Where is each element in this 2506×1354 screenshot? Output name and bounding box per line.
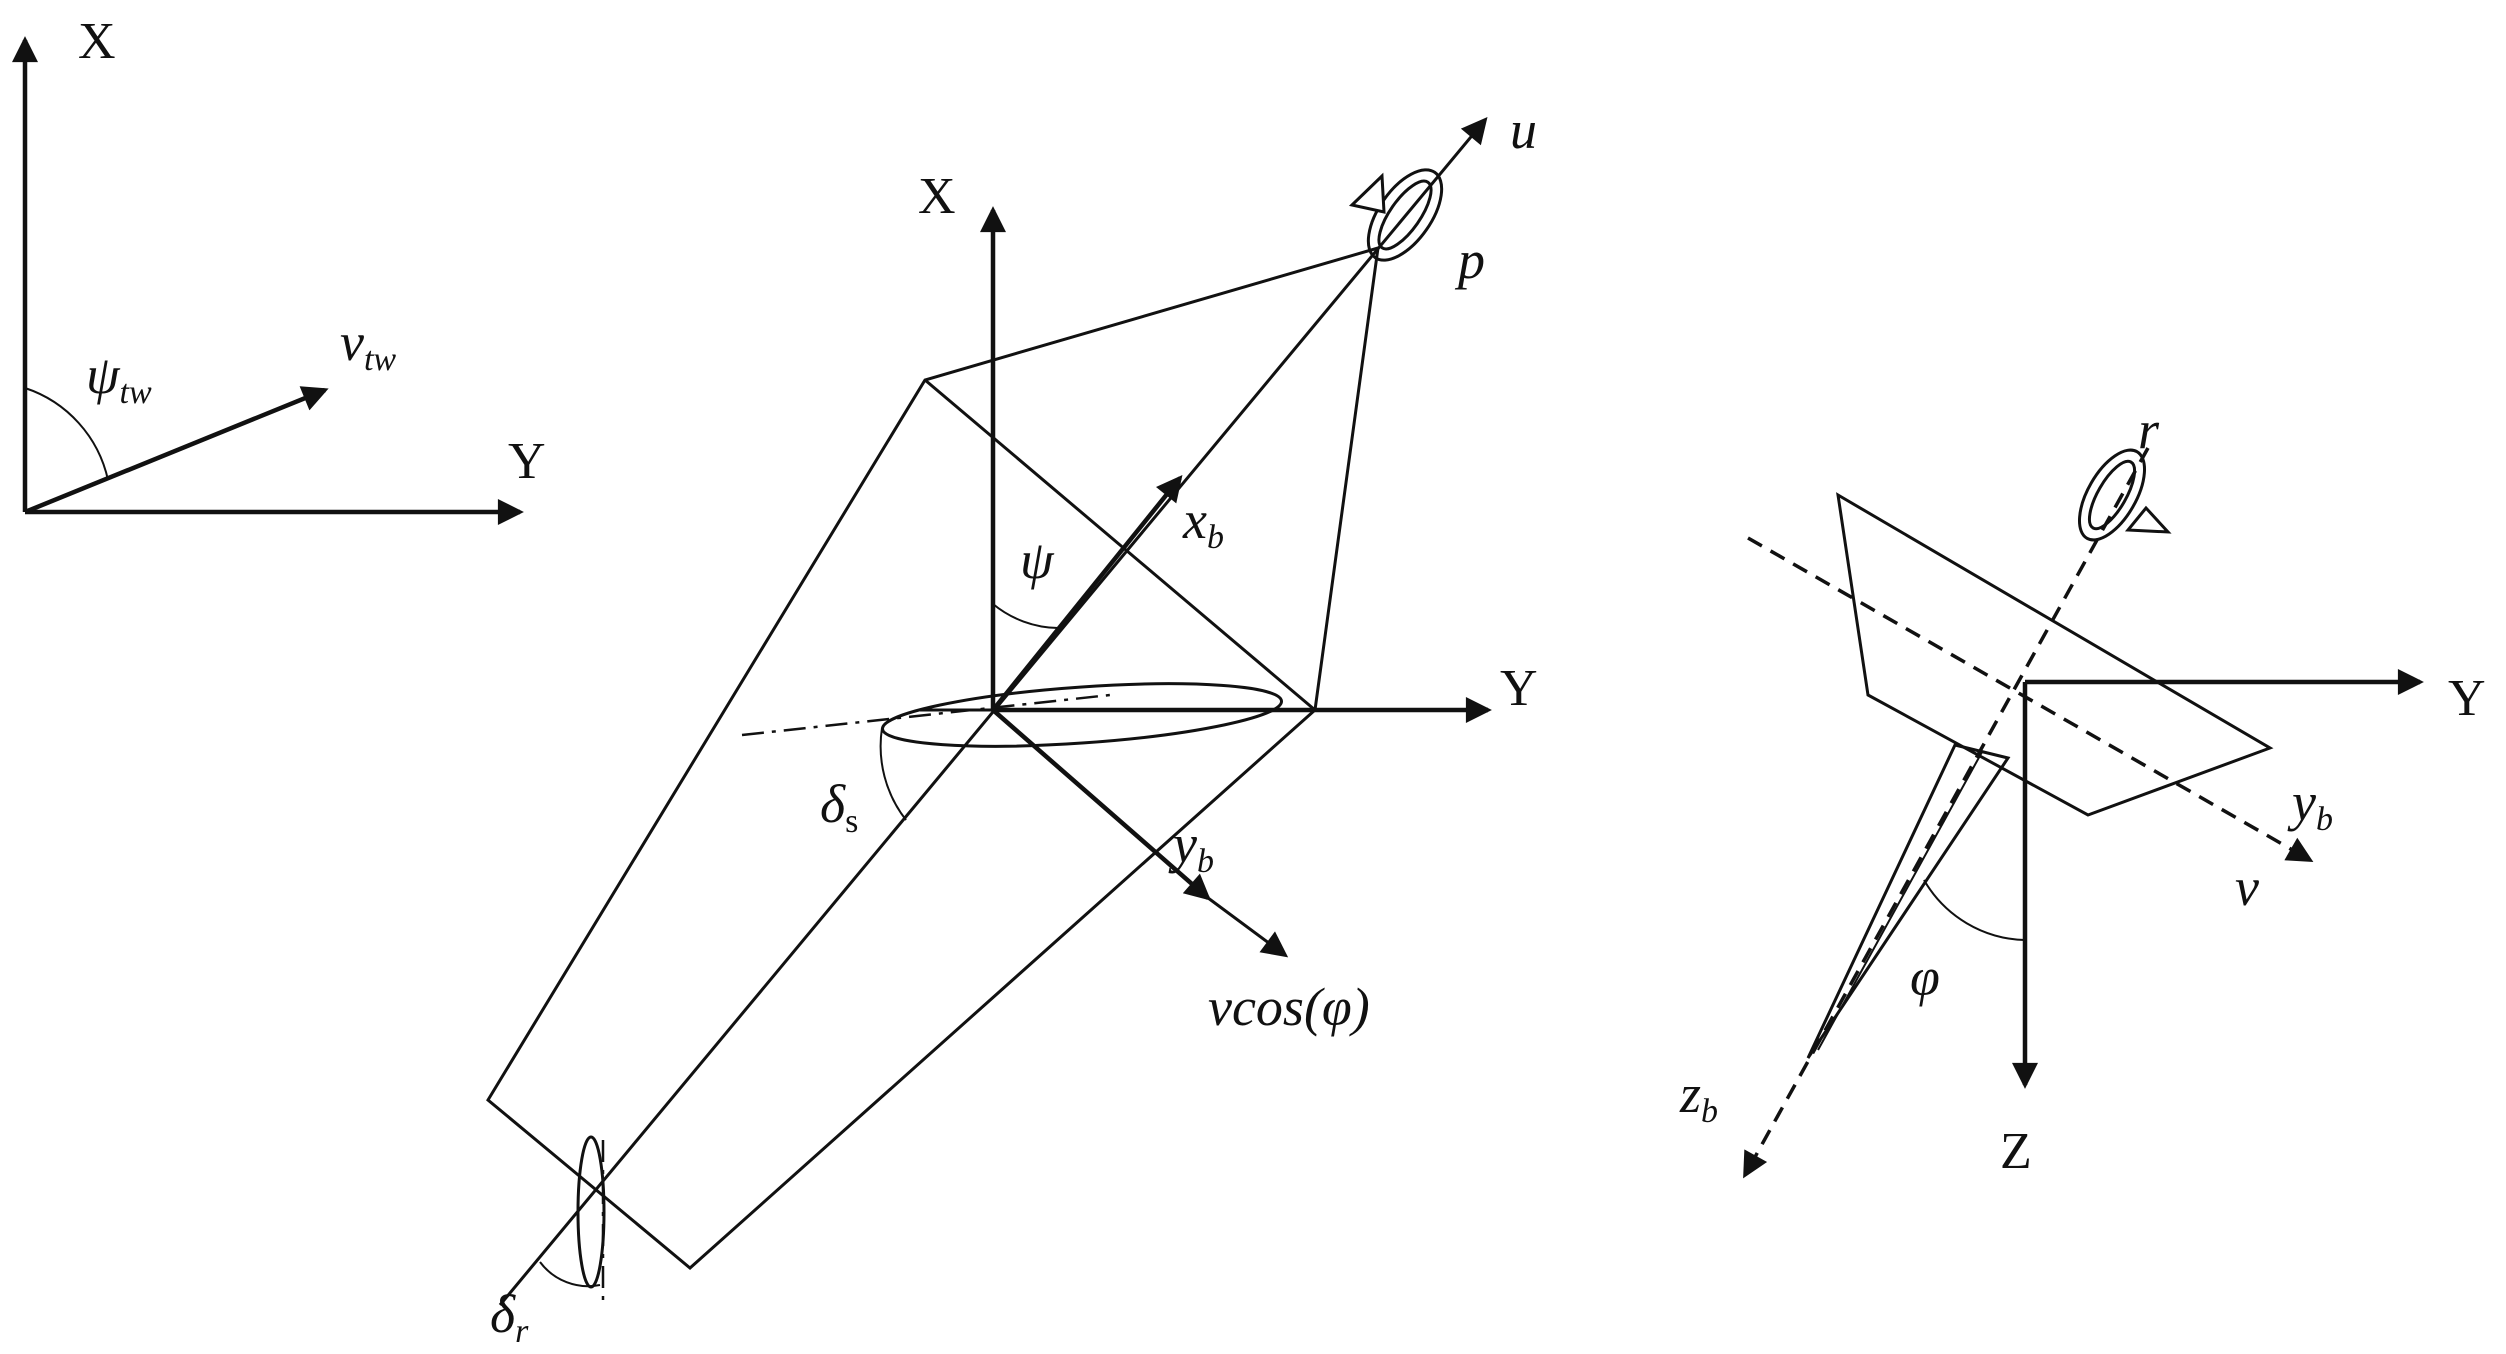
roll-angle-label: φ — [1910, 947, 1940, 1007]
body-x-axis — [991, 474, 1183, 712]
sail-angle-label: δs — [820, 774, 858, 840]
heading-arc — [992, 603, 1059, 629]
roll-rate-icon — [1348, 168, 1444, 262]
rudder-ellipse — [576, 1135, 606, 1289]
true-wind-angle-arc — [24, 387, 109, 481]
center-panel: X Y u p xb yb ψ δs δr vcos(φ) — [486, 100, 1538, 1350]
body-z-axis — [1743, 447, 2150, 1179]
right-body-y-label: yb — [2287, 772, 2333, 838]
true-wind-speed-label: vtw — [340, 312, 396, 378]
hull-diagonal — [924, 378, 1316, 712]
velocity-component-vector — [1199, 890, 1289, 958]
sail-angle-arc — [879, 727, 907, 821]
yaw-rate-icon — [2077, 448, 2172, 542]
sail-boom-line — [741, 693, 1111, 737]
keel-wedge — [1806, 743, 2011, 1059]
right-body-z-label: zb — [1679, 1064, 1718, 1130]
sail-plane — [1836, 492, 2274, 817]
body-y-label: yb — [1168, 814, 1214, 880]
roll-angle-arc — [1923, 879, 2026, 941]
hull-outline — [486, 245, 1380, 1270]
center-x-label: X — [918, 168, 956, 225]
true-wind-vector — [24, 386, 329, 515]
right-panel: Y Z r yb v zb φ — [1679, 400, 2486, 1180]
rudder-angle-label: δr — [490, 1284, 529, 1350]
yaw-rate-r-label: r — [2138, 400, 2160, 460]
body-x-label: xb — [1182, 490, 1224, 556]
rudder-angle-arc — [539, 1261, 601, 1288]
keel-centerline — [1817, 751, 1983, 1051]
right-z-label: Z — [2000, 1123, 2032, 1180]
surge-u-label: u — [1510, 100, 1537, 160]
right-y-label: Y — [2448, 670, 2486, 727]
body-y-axis — [991, 708, 1211, 901]
roll-rate-p-label: p — [1454, 230, 1485, 290]
heading-label: ψ — [1020, 530, 1055, 590]
left-y-label: Y — [508, 433, 546, 490]
sway-v-label: v — [2235, 857, 2259, 917]
sail-ellipse — [880, 682, 1284, 748]
velocity-component-label: vcos(φ) — [1208, 977, 1370, 1037]
left-panel: X Y ψtw vtw — [11, 13, 546, 525]
center-y-label: Y — [1500, 660, 1538, 717]
true-wind-angle-label: ψtw — [86, 345, 152, 411]
left-x-label: X — [78, 13, 116, 70]
sway-axis — [1747, 536, 2314, 862]
